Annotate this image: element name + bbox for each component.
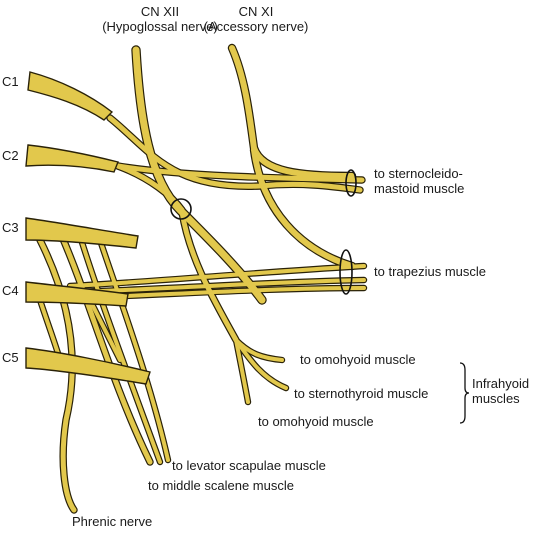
c3-descending-b: [78, 234, 162, 464]
infrahyoid-label: Infrahyoid muscles: [472, 376, 529, 406]
omohyoid-lower-label: to omohyoid muscle: [258, 414, 374, 429]
trapezius-branch-ring: [339, 249, 353, 295]
scm-branch: [107, 115, 363, 193]
c4-descending: [98, 238, 170, 462]
omohyoid-upper-label: to omohyoid muscle: [300, 352, 416, 367]
c5-root: [25, 347, 151, 385]
cn11-subtitle: (Accessory nerve): [203, 19, 309, 34]
ansa-root-sternothyroid: [234, 338, 288, 390]
sternothyroid-label: to sternothyroid muscle: [294, 386, 429, 401]
root-label-c2: C2: [2, 148, 19, 163]
c4-root: [25, 281, 129, 307]
cn11-title: CN XI: [238, 4, 274, 19]
ansa-root-omohyoid-lower: [234, 338, 250, 404]
trapezius-label: to trapezius muscle: [374, 264, 486, 279]
infrahyoid-brace: [459, 362, 470, 424]
c3-root: [25, 217, 139, 249]
scm-branch-ring: [345, 169, 357, 197]
levator-scapulae-label: to levator scapulae muscle: [172, 458, 326, 473]
hypoglossal-loop-ring: [170, 198, 192, 220]
scm-label-line2: mastoid muscle: [374, 181, 465, 196]
cn12-title: CN XII: [140, 4, 180, 19]
c1-root: [27, 71, 114, 121]
root-label-c3: C3: [2, 220, 19, 235]
phrenic-nerve-label: Phrenic nerve: [72, 514, 153, 529]
c4-to-c5: [88, 298, 122, 362]
cn12-label: CN XII (Hypoglossal nerve): [100, 4, 220, 34]
root-label-c1: C1: [2, 74, 19, 89]
scm-label-line1: to sternocleido-: [374, 166, 463, 181]
middle-scalene-label: to middle scalene muscle: [148, 478, 294, 493]
infrahyoid-label-line2: muscles: [472, 391, 520, 406]
cn11-label: CN XI (Accessory nerve): [196, 4, 316, 34]
infrahyoid-label-line1: Infrahyoid: [472, 376, 530, 391]
cn11-trapezius: [251, 147, 355, 269]
c3-c4-trapezius-a: [68, 264, 366, 288]
scm-label: to sternocleido- mastoid muscle: [374, 166, 464, 196]
cn12-subtitle: (Hypoglossal nerve): [102, 19, 218, 34]
root-label-c5: C5: [2, 350, 19, 365]
nerve-paths: [36, 43, 368, 514]
c3-descending-a: [57, 229, 153, 465]
cn11-trunk: [229, 45, 355, 179]
root-label-c4: C4: [2, 283, 19, 298]
c2-root: [25, 144, 119, 173]
c2-to-scm: [115, 163, 365, 183]
